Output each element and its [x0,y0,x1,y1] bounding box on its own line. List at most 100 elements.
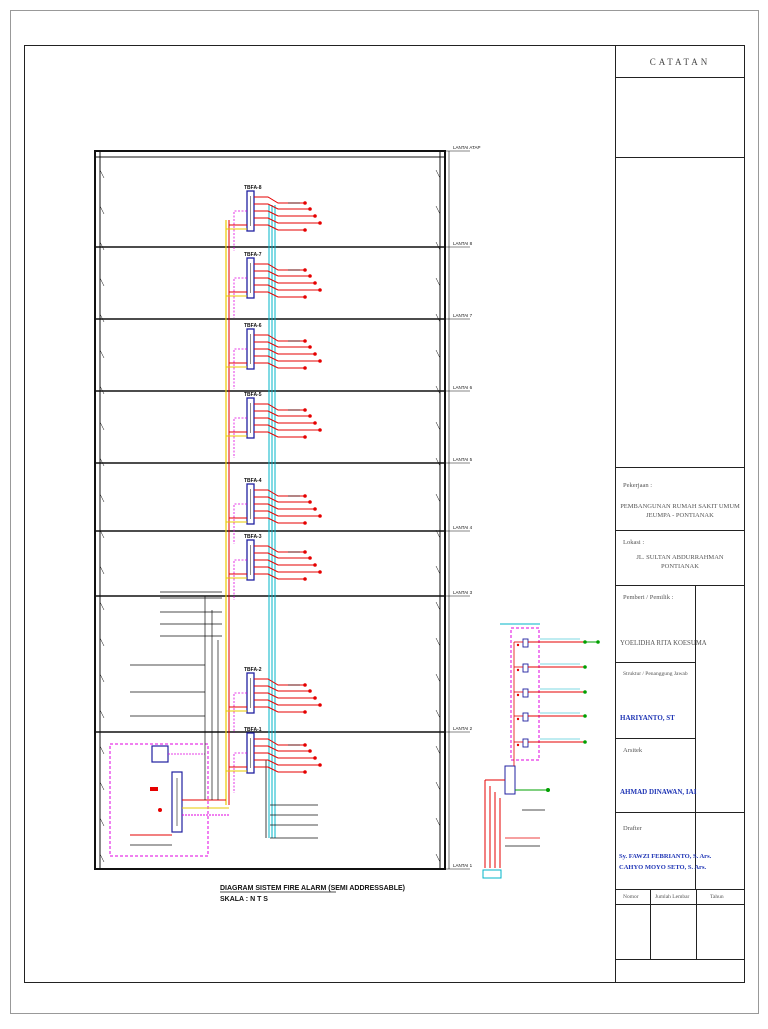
level-label: LANTAI 1 [453,863,473,868]
detector-node [303,683,307,687]
detector-node [303,577,307,581]
drafter-value-line1: Sy. FAWZI FEBRIANTO, S. Ars. [619,853,712,860]
terminal-box-group: TBFA-1 [226,727,322,793]
col-number: Nomor [623,894,639,900]
level-label: LANTAI 6 [453,385,473,390]
terminal-box-group: TBFA-8 [226,185,322,251]
project-label: Pekerjaan : [623,482,653,489]
detector-node [313,281,317,285]
location-label: Lokasi : [623,539,645,546]
diagram-scale: SKALA : N T S [220,896,268,903]
project-value-line1: PEMBANGUNAN RUMAH SAKIT UMUM [620,503,740,510]
building-section [94,150,446,870]
detector-node [313,507,317,511]
detector-node [308,207,312,211]
terminal-box-label: TBFA-1 [244,727,262,733]
main-fire-alarm-panel [109,743,230,857]
detector-node [318,288,322,292]
detector-node [318,763,322,767]
detector-node [303,268,307,272]
level-label: LANTAI 4 [453,525,473,530]
terminal-box-label: TBFA-8 [244,185,262,191]
terminal-box-group: TBFA-5 [226,392,322,458]
location-value-line2: PONTIANAK [661,563,699,570]
detector-node [303,550,307,554]
notes-title: CATATAN [649,57,711,67]
terminal-box-group: TBFA-3 [226,534,322,600]
detector-node [303,408,307,412]
detector-node [313,352,317,356]
architect-value: AHMAD DINAWAN, IAI [620,788,697,796]
structure-label: Struktur / Penanggung Jawab [623,671,688,677]
owner-value: YOELIDHA RITA KOESUMA [620,640,707,647]
zone-module [522,712,529,722]
zone-module [522,638,529,648]
col-year: Tahun [710,894,724,900]
zone-end-node [583,690,587,694]
terminal-box-label: TBFA-6 [244,323,262,329]
drafter-label: Drafter [623,825,642,832]
detector-node [318,514,322,518]
terminal-box-label: TBFA-7 [244,252,262,258]
zone-module [522,738,529,748]
detector-node [313,421,317,425]
structure-value: HARIYANTO, ST [620,714,675,722]
drafter-value-line2: CAHYO MOYO SETO, S. Ars. [619,864,707,871]
detector-node [303,366,307,370]
zone-module [522,688,529,698]
detector-node [313,756,317,760]
level-label: LANTAI ATAP [453,145,481,150]
level-label: LANTAI 3 [453,590,473,595]
terminal-box-label: TBFA-2 [244,667,262,673]
zone-module [522,663,529,673]
detector-node [308,749,312,753]
detector-node [303,295,307,299]
detector-node [308,274,312,278]
detector-node [303,521,307,525]
detector-node [313,214,317,218]
level-label: LANTAI 5 [453,457,473,462]
terminal-box-label: TBFA-4 [244,478,262,484]
terminal-box-group: TBFA-6 [226,323,322,389]
terminal-box-group: TBFA-2 [226,667,322,733]
detector-node [313,563,317,567]
zone-end-node [583,665,587,669]
detector-node [313,696,317,700]
level-label: LANTAI 2 [453,726,473,731]
level-markers: LANTAI ATAP LANTAI 8 LANTAI 7 LANTAI 6 LANTA… [445,145,481,870]
inner-frame [24,45,745,983]
level-label: LANTAI 7 [453,313,473,318]
detector-node [318,359,322,363]
terminal-box-group: TBFA-7 [226,252,322,318]
level-label: LANTAI 8 [453,241,473,246]
floor-slabs [95,169,445,863]
architect-label: Arsitek [623,747,643,754]
detector-node [303,710,307,714]
detector-node [303,743,307,747]
detector-node [318,570,322,574]
diagram-title: DIAGRAM SISTEM FIRE ALARM (SEMI ADDRESSA… [220,885,405,892]
detector-node [303,228,307,232]
detector-node [308,345,312,349]
detector-node [303,770,307,774]
cable-annotations [130,591,318,839]
zone-end-node [583,740,587,744]
location-value-line1: JL. SULTAN ABDURRAHMAN [636,554,724,561]
outer-border [10,10,759,1014]
detector-node [303,339,307,343]
detector-node [303,435,307,439]
detector-node [308,689,312,693]
terminal-box-label: TBFA-5 [244,392,262,398]
project-value-line2: JEUMPA - PONTIANAK [646,512,714,519]
col-sheets: Jumlah Lembar [655,894,690,900]
detector-node [318,703,322,707]
detector-node [318,428,322,432]
detector-node [308,556,312,560]
detector-node [303,201,307,205]
zone-end-node [583,714,587,718]
terminal-box-label: TBFA-3 [244,534,262,540]
detector-node [318,221,322,225]
terminal-boxes: TBFA-8TBFA-7TBFA-6TBFA-5TBFA-4TBFA-3TBFA… [226,185,322,793]
